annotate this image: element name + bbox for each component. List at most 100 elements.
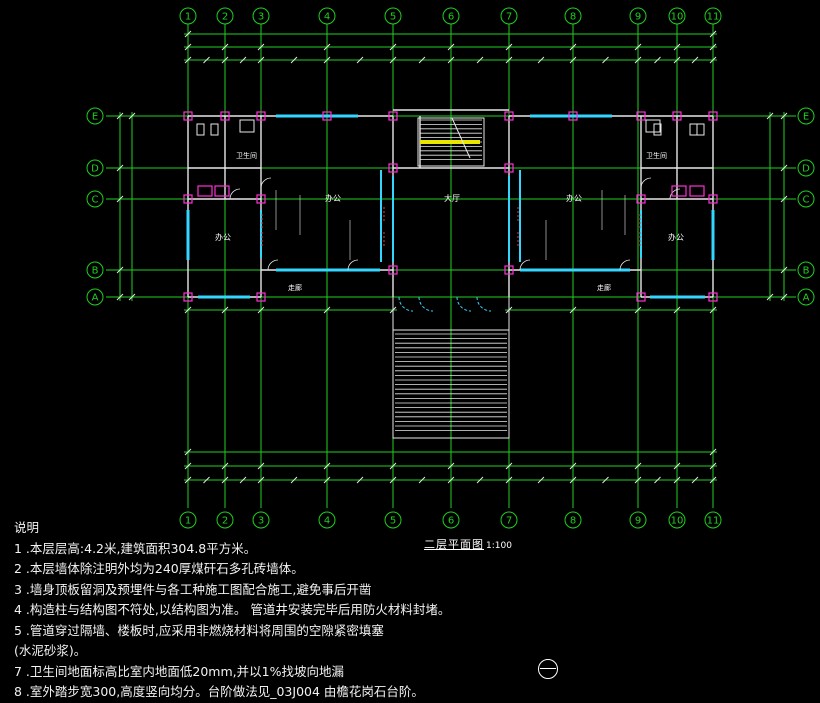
sink-fixture	[239, 119, 255, 133]
column	[388, 163, 398, 173]
room-label-office-lower-right: 办公	[668, 232, 684, 242]
dimension-tick	[447, 56, 455, 64]
toilet-fixture	[696, 123, 705, 136]
axis-bubble-top-circle	[668, 7, 686, 25]
dimension-tick	[447, 462, 455, 470]
column	[388, 265, 398, 275]
dimension-tick	[389, 56, 397, 64]
axis-grid-lines	[106, 24, 796, 508]
dimension-tick	[709, 462, 717, 470]
column	[708, 194, 718, 204]
axis-bubble-top-label: 4	[324, 12, 330, 23]
column	[183, 111, 193, 121]
room-label-corridor-left: 走廊	[288, 283, 302, 292]
dimension-tick	[476, 56, 484, 64]
note-line: 7 .卫生间地面标高比室内地面低20mm,并以1%找坡向地漏	[14, 663, 344, 679]
axis-bubble-bottom-label: 10	[671, 516, 684, 527]
axis-bubble-bottom-label: 8	[570, 516, 576, 527]
axis-bubble-top-label: 8	[570, 12, 576, 23]
axis-bubble-top-label: 10	[671, 12, 684, 23]
dimension-tick	[780, 293, 788, 301]
dimension-tick	[505, 462, 513, 470]
detail-reference-symbol	[538, 659, 558, 679]
axis-bubble-bottom-label: 1	[185, 516, 191, 527]
room-label-office-left: 办公	[325, 193, 341, 203]
axis-bubble-bottom-label: 11	[707, 516, 720, 527]
room-label-hall: 大厅	[444, 193, 460, 203]
dimension-tick	[709, 476, 717, 484]
axis-bubble-right-label: A	[803, 293, 810, 304]
dimension-tick	[257, 43, 265, 51]
column	[504, 163, 514, 173]
axis-bubble-right-label: C	[803, 195, 810, 206]
dimension-tick	[257, 306, 265, 314]
dimension-tick	[116, 112, 124, 120]
axis-bubble-top-label: 5	[390, 12, 396, 23]
axis-bubble-bottom-circle	[564, 511, 582, 529]
column	[708, 292, 718, 302]
axis-bubble-right-circle	[797, 107, 815, 125]
sink-fixture	[645, 119, 661, 133]
dimension-tick	[257, 56, 265, 64]
axis-bubble-bottom-label: 5	[390, 516, 396, 527]
dimension-tick	[221, 56, 229, 64]
dimension-tick	[203, 56, 210, 64]
column	[256, 194, 266, 204]
column	[636, 194, 646, 204]
dimension-tick	[221, 43, 229, 51]
dimension-tick	[569, 462, 577, 470]
column	[636, 292, 646, 302]
axis-bubble-left-circle	[86, 261, 104, 279]
column	[220, 111, 230, 121]
dimension-tick	[673, 476, 681, 484]
axis-bubble-bottom-circle	[668, 511, 686, 529]
door-swing	[669, 188, 681, 200]
dimension-tick	[709, 306, 717, 314]
dimension-tick	[709, 448, 717, 456]
notes-block: 说明 1 .本层层高:4.2米,建筑面积304.8平方米。 2 .本层墙体除注明…	[14, 518, 814, 703]
dimension-tick	[184, 306, 192, 314]
column	[256, 292, 266, 302]
axis-bubble-top-label: 11	[707, 12, 720, 23]
plan-details	[183, 111, 718, 439]
axis-bubble-left-circle	[86, 159, 104, 177]
dimension-tick	[184, 462, 192, 470]
dimension-tick	[257, 462, 265, 470]
axis-bubble-top-circle	[384, 7, 402, 25]
dimension-tick	[418, 56, 426, 64]
dimension-tick	[569, 306, 577, 314]
axis-bubble-top-circle	[318, 7, 336, 25]
toilet-fixture	[653, 123, 662, 136]
axis-bubble-top-circle	[564, 7, 582, 25]
dimension-tick	[537, 476, 545, 484]
axis-bubble-top-circle	[704, 7, 722, 25]
entrance-door-swing	[418, 296, 434, 312]
column	[183, 194, 193, 204]
axis-bubble-bottom-label: 2	[222, 516, 228, 527]
dimension-tick	[537, 56, 545, 64]
dimension-tick	[569, 43, 577, 51]
dimension-tick	[447, 43, 455, 51]
column	[256, 111, 266, 121]
door-swing	[229, 188, 241, 200]
dimension-tick	[505, 43, 513, 51]
axis-bubble-left-label: E	[92, 112, 98, 123]
column	[504, 265, 514, 275]
door-swing	[267, 259, 279, 271]
note-line: 8 .室外踏步宽300,高度竖向均分。台阶做法见_03J004 由檐花岗石台阶。	[14, 684, 424, 699]
dimension-tick	[691, 56, 699, 64]
dimension-tick	[709, 56, 717, 64]
axis-bubble-top-circle	[216, 7, 234, 25]
dimension-tick	[780, 195, 788, 203]
axis-bubble-bottom-circle	[500, 511, 518, 529]
dimension-tick	[654, 56, 661, 64]
dimension-tick	[709, 43, 717, 51]
drawing-title-text: 二层平面图	[424, 538, 484, 551]
dimension-tick	[691, 476, 699, 484]
dimension-tick	[239, 56, 247, 64]
dimension-tick	[323, 462, 331, 470]
note-line: (水泥砂浆)。	[14, 643, 87, 658]
dimension-tick	[634, 306, 642, 314]
dimension-tick	[128, 112, 136, 120]
axis-bubble-left-label: A	[92, 293, 99, 304]
